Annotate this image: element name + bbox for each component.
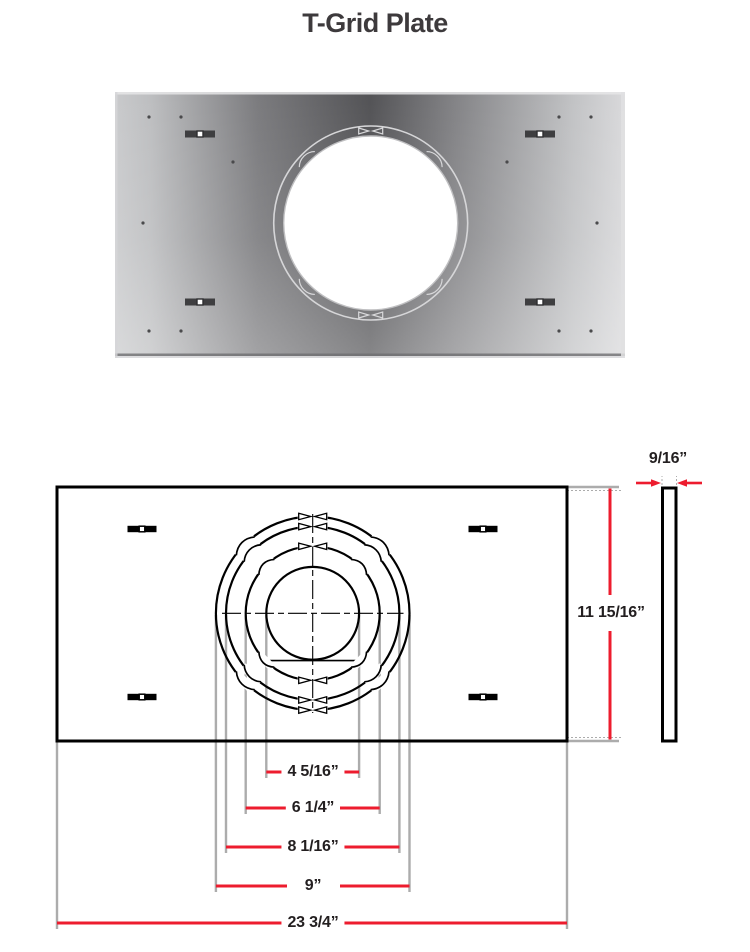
diagonal-tabs (231, 532, 394, 695)
render-mounting-slot (185, 298, 215, 306)
render-mounting-slot (525, 298, 555, 306)
render-left-edge-highlight (115, 92, 118, 358)
mounting-slot (127, 525, 157, 533)
mounting-slot (468, 693, 498, 701)
side-profile-outline (661, 486, 678, 743)
render-mounting-slot (185, 130, 215, 138)
dim-label-height: 11 15/16” (570, 595, 652, 631)
dim-label-ring-small: 6 1/4” (285, 796, 341, 820)
dim-label-width: 23 3/4” (281, 911, 345, 935)
front-view-mounting-slots (127, 525, 498, 701)
page-title: T-Grid Plate (302, 8, 448, 38)
render-mounting-slots (185, 130, 555, 306)
dim-label-ring-mid: 8 1/16” (281, 835, 345, 859)
front-view-plate-outline (55, 485, 569, 743)
dimension-drawing (55, 475, 702, 929)
render-pilot-holes (141, 115, 599, 333)
dim-label-thickness: 9/16” (636, 442, 700, 476)
render-right-edge-highlight (621, 92, 625, 358)
render-top-edge-highlight (115, 92, 625, 95)
render-hole (283, 136, 458, 310)
dim-label-knockout: 9” (298, 874, 328, 898)
render-mounting-slot (525, 130, 555, 138)
mounting-slot (468, 525, 498, 533)
plate-render (115, 92, 625, 358)
dim-label-inner-hole: 4 5/16” (281, 760, 345, 784)
center-crosshair (222, 514, 404, 713)
render-bottom-edge-lip (115, 356, 625, 358)
dimension-arrows-thickness (636, 479, 702, 487)
render-bottom-edge-shadow (115, 353, 625, 356)
render-knockout-ring (272, 125, 469, 321)
mounting-slot (127, 693, 157, 701)
